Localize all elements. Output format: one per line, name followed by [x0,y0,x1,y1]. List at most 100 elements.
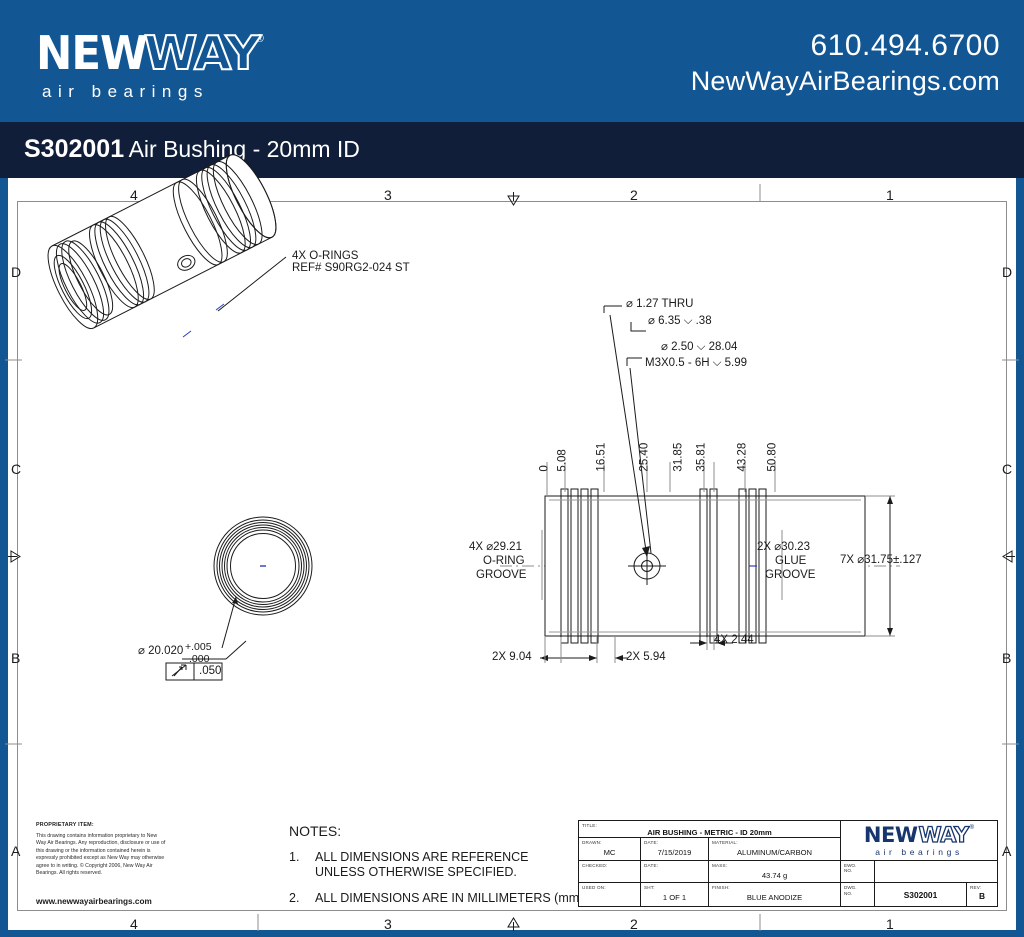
zone-top-1: 1 [886,187,894,203]
ordinate-31-85: 31.85 [672,442,685,472]
od-dimension-label: 7X ⌀31.75±.127 [840,554,922,566]
glue-groove-label-1: 2X ⌀30.23 [757,541,810,553]
used-on-label: USED ON: [582,885,606,891]
finish-cell: FINISH: BLUE ANODIZE [709,883,840,906]
notes-block: NOTES: 1. ALL DIMENSIONS ARE REFERENCE U… [289,823,587,905]
note-item: 2. ALL DIMENSIONS ARE IN MILLIMETERS (mm… [289,891,587,906]
tb-registered-trademark-icon: ® [969,825,975,831]
zone-left-c: C [11,461,22,477]
rev-value: B [978,891,986,902]
dwg-label: DWG. NO. [844,885,857,896]
title-block: TITLE: AIR BUSHING - METRIC - ID 20mm DR… [578,820,998,907]
phone-number: 610.494.6700 [810,29,1000,62]
material-label: MATERIAL: [712,840,738,845]
header-banner [0,0,1024,122]
tb-logo-way: WAY [918,823,970,847]
checked-label: CHECKED: [582,862,608,868]
oring-groove-label-2: O-RING [483,555,525,567]
zone-right-d: D [1002,264,1013,280]
drawn-date-cell: DATE: 7/15/2019 [641,838,709,860]
logo-tagline: air bearings [42,82,209,101]
zone-left-d: D [11,264,22,280]
drawn-label: DRAWN: [582,840,602,845]
logo-way-text: WAY [143,26,262,80]
note-number: 2. [289,890,300,905]
company-logo: NEW WAY ® air bearings [36,26,264,102]
zone-left-a: A [11,843,21,859]
used-on-cell: USED ON: [579,883,641,906]
hole-thru-callout-2: ⌀ 6.35 ⌵ .38 [648,315,712,327]
title-bar-text: S302001 Air Bushing - 20mm ID [24,135,360,164]
oring-groove-label-1: 4X ⌀29.21 [469,541,522,553]
dwg-value-cell: S302001 [875,883,967,906]
sheet-bottom-border [0,930,1024,937]
tap-callout-2: M3X0.5 - 6H ⌵ 5.99 [645,357,748,369]
oring-groove-label-3: GROOVE [476,569,527,581]
proprietary-heading: PROPRIETARY ITEM: [36,822,94,828]
sheet-label: SHT: [644,885,655,891]
title-block-right: NEW WAY ® air bearings EWO. NO. DWG. NO.… [841,821,997,906]
title-block-row-drawn: DRAWN: MC DATE: 7/15/2019 MATERIAL: ALUM… [579,838,840,861]
bore-tolerance-upper: +.005 [185,641,212,653]
zone-bottom-4: 4 [130,916,138,932]
title-label: TITLE: [582,823,597,828]
dwg-number: S302001 [903,889,938,900]
zone-top-3: 3 [384,187,392,203]
mass-value: 43.74 g [761,870,788,880]
note-item: 1. ALL DIMENSIONS ARE REFERENCE UNLESS O… [289,850,587,880]
surface-finish-value: .050 [199,665,222,677]
material-value: ALUMINUM/CARBON [736,848,813,857]
finish-label: FINISH: [712,885,730,891]
note-number: 1. [289,850,300,864]
website-link[interactable]: NewWayAirBearings.com [690,66,1000,96]
zone-right-b: B [1002,650,1012,666]
drawn-value: MC [603,848,616,857]
ordinate-25-40: 25.40 [638,442,651,472]
tap-callout-1: ⌀ 2.50 ⌵ 28.04 [661,341,738,353]
bore-diameter-label: ⌀ 20.020 [138,645,184,657]
title-block-row-title: TITLE: AIR BUSHING - METRIC - ID 20mm [579,821,840,838]
zone-bottom-1: 1 [886,916,894,932]
part-description: Air Bushing - 20mm ID [128,136,360,162]
drawn-cell: DRAWN: MC [579,838,641,860]
header-contact: 610.494.6700 NewWayAirBearings.com [691,28,1000,98]
proprietary-body: This drawing contains information propri… [36,833,166,876]
proprietary-block: PROPRIETARY ITEM: This drawing contains … [36,822,166,877]
material-cell: MATERIAL: ALUMINUM/CARBON [709,838,840,860]
sheet-right-border [1016,178,1024,937]
ordinate-35-81: 35.81 [695,442,708,472]
part-number: S302001 [24,135,125,163]
checked-date-cell: DATE: [641,860,709,883]
dim-2x-5-94: 2X 5.94 [626,651,666,663]
notes-heading: NOTES: [289,823,342,839]
title-cell: TITLE: AIR BUSHING - METRIC - ID 20mm [579,821,840,837]
rev-label: REV: [970,885,982,891]
title-block-row-dwg: DWG. NO. S302001 REV: B [841,883,997,906]
note-text: ALL DIMENSIONS ARE REFERENCE UNLESS OTHE… [315,850,529,879]
checked-date-label: DATE: [644,862,659,868]
ewo-value-cell [875,861,997,883]
drawn-date-value: 7/15/2019 [657,848,692,857]
ewo-label: EWO. NO. [844,862,857,874]
glue-groove-label-3: GROOVE [765,569,816,581]
oring-callout-line1: 4X O-RINGS [292,250,359,262]
drawn-date-label: DATE: [644,840,659,845]
sheet-cell: SHT: 1 OF 1 [641,883,709,906]
finish-value: BLUE ANODIZE [746,893,803,903]
zone-right-a: A [1002,843,1012,859]
ordinate-5-08: 5.08 [556,449,569,472]
dwg-label-cell: DWG. NO. [841,883,875,906]
sheet-value: 1 OF 1 [662,893,687,903]
title-block-row-usedon: USED ON: SHT: 1 OF 1 FINISH: BLUE ANODIZ… [579,883,840,906]
hole-thru-callout-1: ⌀ 1.27 THRU [626,298,694,310]
zone-top-4: 4 [130,187,138,203]
zone-left-b: B [11,650,21,666]
ordinate-0: 0 [538,465,551,472]
zone-right-c: C [1002,461,1013,477]
footer-website[interactable]: www.newwayairbearings.com [36,897,152,906]
tb-logo-new: NEW [863,823,918,847]
logo-new-text: NEW [36,26,148,80]
registered-trademark-icon: ® [255,33,264,45]
title-block-left: TITLE: AIR BUSHING - METRIC - ID 20mm DR… [579,821,841,906]
ordinate-50-80: 50.80 [766,442,779,472]
